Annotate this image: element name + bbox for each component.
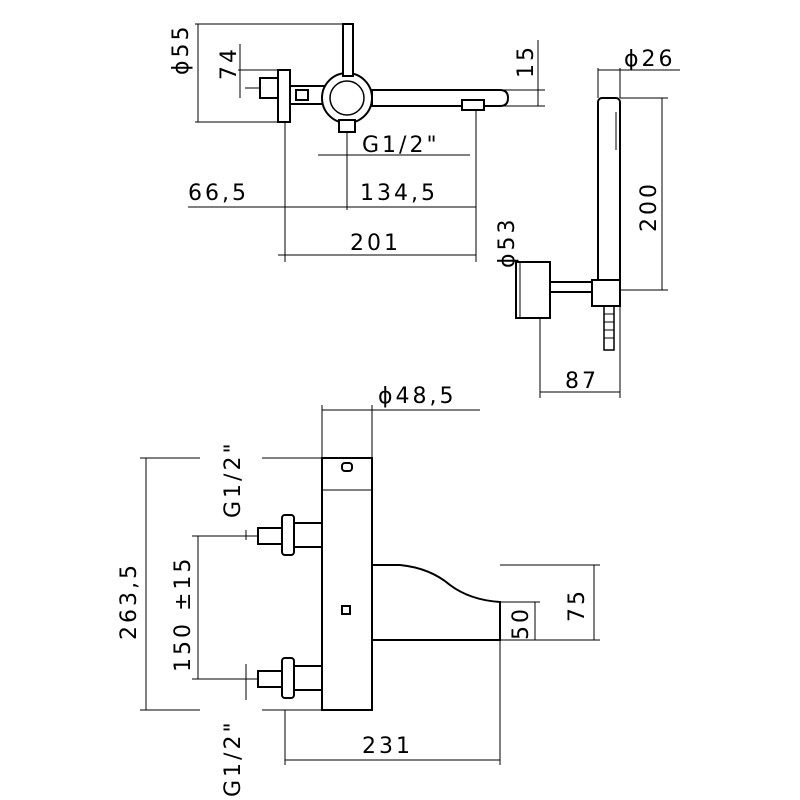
mixer-body-front <box>321 457 373 711</box>
top-view: ϕ55 74 15 G1/2" 66,5 134,5 201 <box>169 23 545 262</box>
dim-len-1345: 134,5 <box>360 181 438 206</box>
lower-inlet-flange <box>281 657 295 699</box>
dim-height-15: 15 <box>514 44 539 78</box>
dim-centers-150: 150 ±15 <box>171 556 196 672</box>
inlet-nut <box>259 77 279 99</box>
dim-dia-bracket: ϕ53 <box>495 216 520 268</box>
dim-height-50: 50 <box>509 606 534 640</box>
hand-shower-view: ϕ26 200 ϕ53 87 <box>495 47 680 398</box>
spout-top <box>371 89 510 107</box>
dim-height-74: 74 <box>217 46 242 80</box>
dim-len-665: 66,5 <box>188 181 249 206</box>
hose <box>603 306 615 351</box>
dim-thread-top: G1/2" <box>362 133 440 158</box>
dim-dia-body: ϕ48,5 <box>378 384 457 409</box>
wall-bracket <box>515 261 551 319</box>
dim-len-231: 231 <box>362 734 413 759</box>
dim-thread-upper: G1/2" <box>221 440 246 518</box>
hand-shower-handle <box>597 97 621 289</box>
diverter-stem <box>342 23 354 77</box>
front-view: ϕ48,5 G1/2" 263,5 150 ±15 75 50 G1/2" 23… <box>117 384 600 797</box>
upper-inlet-nut <box>257 527 283 545</box>
upper-inlet-flange <box>281 514 295 556</box>
dim-len-200: 200 <box>637 181 662 232</box>
dim-len-201: 201 <box>350 231 401 256</box>
dim-height-2635: 263,5 <box>117 562 142 640</box>
dim-height-75: 75 <box>565 588 590 622</box>
spout-front <box>371 564 501 641</box>
dim-dia-head: ϕ26 <box>624 47 676 72</box>
dim-thread-lower: G1/2" <box>221 719 246 797</box>
lower-inlet-nut <box>257 670 283 688</box>
wall-flange <box>277 69 291 123</box>
dim-dia-inlet: ϕ55 <box>169 23 194 75</box>
dim-len-87: 87 <box>565 369 599 394</box>
